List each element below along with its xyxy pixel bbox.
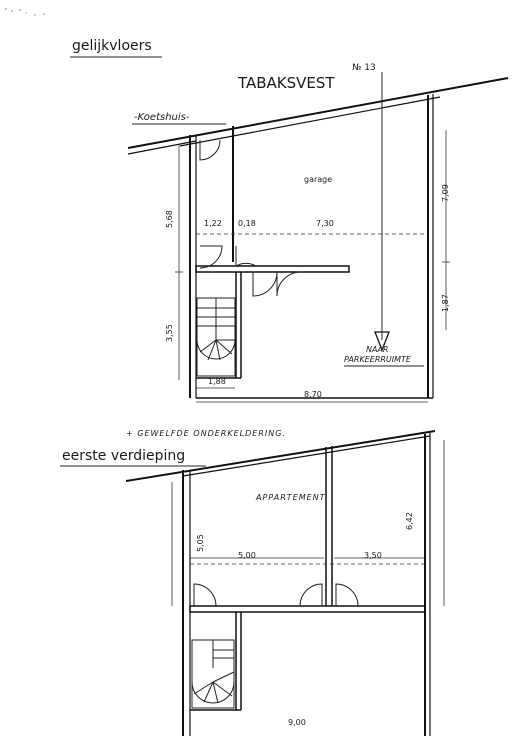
parking-arrow — [374, 72, 390, 352]
first-floor-staircase — [191, 639, 235, 709]
street-facade — [127, 77, 509, 155]
coach-house-label: -Koetshuis- — [134, 112, 190, 123]
apartment-label: APPARTEMENT — [255, 493, 326, 502]
first-floor-dim-total: 9,00 — [288, 718, 306, 727]
ground-floor-title: gelijkvloers — [72, 38, 152, 54]
dim-left-lower: 3,55 — [165, 324, 174, 342]
parking-label-1: NAAR — [366, 345, 389, 354]
ground-floor-doors — [199, 139, 302, 297]
dim-right-upper: 7,09 — [441, 184, 450, 202]
cellar-note: + GEWELFDE ONDERKELDERING. — [126, 429, 286, 438]
first-floor-title: eerste verdieping — [62, 448, 185, 464]
dim-width-2: 0,18 — [238, 219, 256, 228]
first-floor-dim-right: 6,42 — [405, 512, 414, 530]
first-floor-dim-left: 5,05 — [196, 534, 205, 552]
first-floor-facade — [125, 430, 436, 482]
scan-specks — [5, 8, 45, 16]
dim-total-width: 8,70 — [304, 390, 322, 399]
garage-label: garage — [304, 175, 332, 184]
dim-left-upper: 5,68 — [165, 210, 174, 228]
first-floor-walls — [182, 433, 431, 736]
first-floor-doors — [193, 583, 359, 607]
dim-right-lower: 1,87 — [441, 294, 450, 312]
street-name: TABAKSVEST — [237, 74, 335, 92]
first-floor-dimension-lines — [171, 440, 445, 606]
dim-stair-width: 1,88 — [208, 377, 226, 386]
first-floor-dim-width-2: 3,50 — [364, 551, 382, 560]
first-floor-dim-width-1: 5,00 — [238, 551, 256, 560]
ground-floor-dimension-lines — [175, 130, 450, 403]
house-number: № 13 — [352, 63, 376, 73]
dim-width-1: 1,22 — [204, 219, 222, 228]
parking-label-2: PARKEERRUIMTE — [344, 355, 412, 364]
ground-floor-walls — [189, 94, 434, 399]
ground-floor-staircase — [196, 297, 236, 377]
partition-wall — [195, 265, 350, 379]
dim-width-3: 7,30 — [316, 219, 334, 228]
